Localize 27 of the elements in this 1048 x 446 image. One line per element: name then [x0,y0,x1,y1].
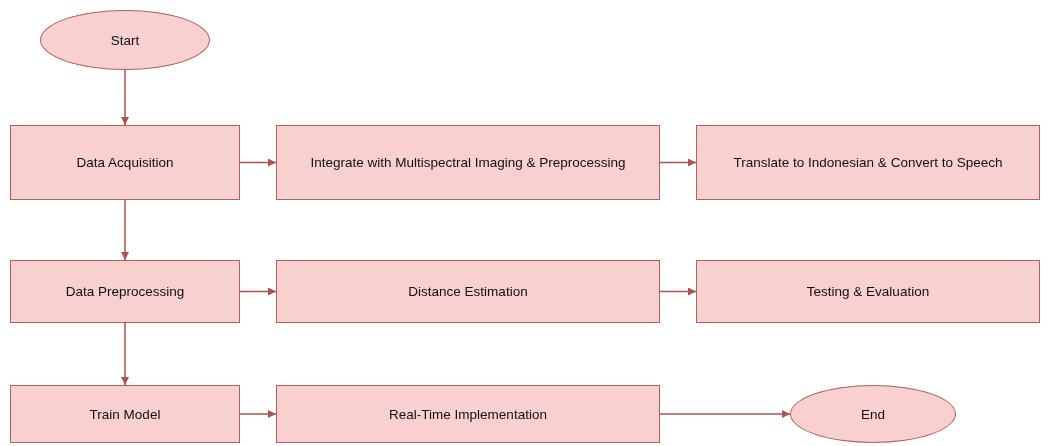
arrow [659,410,791,418]
process-box [696,260,1040,323]
process-box [10,385,240,443]
node-label: End [861,406,885,422]
process-box [10,125,240,200]
node-label: Data Preprocessing [65,284,185,299]
node-label: Train Model [89,406,161,422]
arrow [121,69,129,126]
arrow [659,158,697,167]
process-box [276,260,660,323]
arrow [239,287,277,296]
node-label: Translate to Indonesian & Convert to Speech [733,155,1003,170]
node-label: Start [110,32,140,48]
arrow [121,322,129,386]
process-box [696,125,1040,200]
arrow [239,158,277,167]
node-label: Real-Time Implementation [389,406,547,422]
process-box [276,385,660,443]
node-label: Data Acquisition [76,155,174,170]
arrow [121,199,129,261]
process-box [276,125,660,200]
node-label: Integrate with Multispectral Imaging & Preprocessing [310,155,626,170]
process-box [10,260,240,323]
arrow [659,287,697,296]
node-label: Testing & Evaluation [806,284,930,299]
node-label: Distance Estimation [408,284,528,299]
arrow [239,410,277,418]
